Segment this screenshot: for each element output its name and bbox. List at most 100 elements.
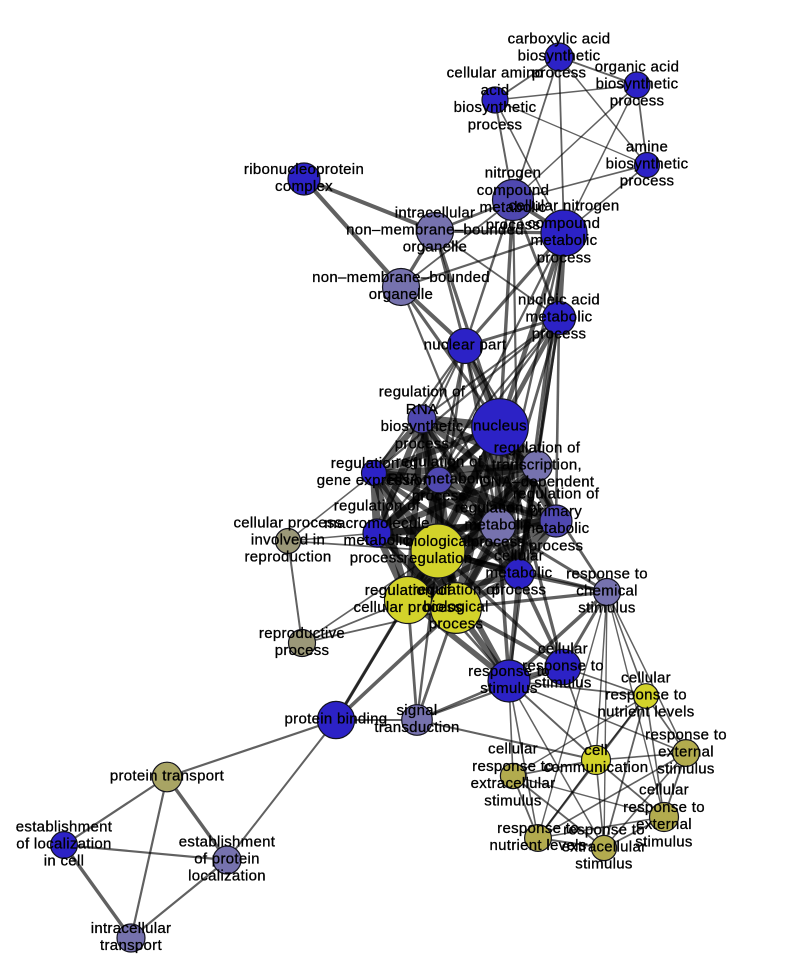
svg-text:nutrient levels: nutrient levels xyxy=(489,837,586,854)
svg-text:extracellular: extracellular xyxy=(562,839,647,856)
svg-text:response to: response to xyxy=(468,663,550,680)
svg-text:protein transport: protein transport xyxy=(110,768,225,785)
svg-text:stimulus: stimulus xyxy=(657,761,714,778)
svg-text:metabolic: metabolic xyxy=(526,309,593,326)
svg-text:complex: complex xyxy=(275,178,333,195)
svg-text:response to: response to xyxy=(645,726,727,743)
svg-text:regulation of: regulation of xyxy=(413,581,500,598)
svg-text:of localization: of localization xyxy=(16,836,111,853)
svg-text:establishment: establishment xyxy=(16,818,113,835)
svg-text:metabolic: metabolic xyxy=(486,565,553,582)
svg-text:regulation of: regulation of xyxy=(513,486,600,503)
svg-text:organic acid: organic acid xyxy=(595,58,679,75)
svg-text:process: process xyxy=(492,582,547,599)
svg-text:communication: communication xyxy=(544,759,649,776)
svg-text:cell: cell xyxy=(584,742,608,759)
svg-text:process: process xyxy=(350,549,405,566)
svg-text:gene expression: gene expression xyxy=(317,472,432,489)
svg-text:external: external xyxy=(636,816,692,833)
svg-text:response to: response to xyxy=(623,799,705,816)
svg-text:compound: compound xyxy=(528,215,600,232)
svg-text:cellular: cellular xyxy=(494,547,544,564)
svg-text:reproduction: reproduction xyxy=(245,549,332,566)
svg-text:acid: acid xyxy=(481,82,510,99)
svg-text:regulation of: regulation of xyxy=(331,455,418,472)
svg-text:ribonucleoprotein: ribonucleoprotein xyxy=(244,161,364,178)
svg-text:response to: response to xyxy=(605,687,687,704)
svg-text:non–membrane–bounded: non–membrane–bounded xyxy=(312,269,490,286)
svg-text:stimulus: stimulus xyxy=(534,675,591,692)
svg-text:non–membrane–bounded: non–membrane–bounded xyxy=(346,222,524,239)
svg-text:intracellular: intracellular xyxy=(395,204,476,221)
svg-text:process: process xyxy=(620,173,675,190)
svg-text:process: process xyxy=(471,534,526,551)
svg-text:RNA: RNA xyxy=(406,401,439,418)
svg-text:external: external xyxy=(658,744,714,761)
svg-text:in cell: in cell xyxy=(44,853,84,870)
svg-text:transport: transport xyxy=(100,937,162,954)
svg-text:cellular process: cellular process xyxy=(233,514,342,531)
svg-text:cellular: cellular xyxy=(488,741,538,758)
svg-text:regulation of: regulation of xyxy=(334,498,421,515)
svg-text:nucleic acid: nucleic acid xyxy=(518,291,600,308)
svg-text:signal: signal xyxy=(397,702,438,719)
svg-text:chemical: chemical xyxy=(576,583,638,600)
svg-text:biosynthetic: biosynthetic xyxy=(606,156,689,173)
svg-text:intracellular: intracellular xyxy=(91,920,172,937)
svg-text:DNA–dependent: DNA–dependent xyxy=(480,474,595,491)
svg-text:localization: localization xyxy=(188,868,266,885)
svg-text:stimulus: stimulus xyxy=(575,856,632,873)
svg-text:biosynthetic: biosynthetic xyxy=(454,99,537,116)
svg-text:response to: response to xyxy=(563,821,645,838)
svg-text:regulation of: regulation of xyxy=(455,499,542,516)
svg-text:transcription,: transcription, xyxy=(492,457,582,474)
svg-text:biosynthetic: biosynthetic xyxy=(596,76,679,93)
svg-text:nuclear part: nuclear part xyxy=(424,337,507,354)
svg-text:extracellular: extracellular xyxy=(471,775,556,792)
svg-text:cellular amino: cellular amino xyxy=(447,65,544,82)
svg-text:transduction: transduction xyxy=(374,719,459,736)
svg-text:macromolecule: macromolecule xyxy=(324,515,430,532)
svg-text:nitrogen: nitrogen xyxy=(485,165,542,182)
svg-text:response to: response to xyxy=(566,565,648,582)
svg-text:metabolic: metabolic xyxy=(465,517,532,534)
svg-text:process: process xyxy=(532,65,587,82)
svg-text:process: process xyxy=(486,216,541,233)
svg-text:regulation of: regulation of xyxy=(396,453,483,470)
svg-text:metabolic: metabolic xyxy=(344,532,411,549)
svg-text:cellular process: cellular process xyxy=(353,599,462,616)
svg-text:RNA metabolic: RNA metabolic xyxy=(387,471,490,488)
svg-text:amine: amine xyxy=(626,138,668,155)
svg-text:establishment: establishment xyxy=(179,833,276,850)
svg-text:biological: biological xyxy=(423,599,489,616)
svg-text:process: process xyxy=(537,249,592,266)
svg-text:regulation of: regulation of xyxy=(494,439,581,456)
svg-text:biological: biological xyxy=(405,533,471,550)
svg-text:nucleus: nucleus xyxy=(473,418,527,435)
svg-text:response to: response to xyxy=(497,820,579,837)
svg-text:carboxylic acid: carboxylic acid xyxy=(508,30,611,47)
svg-text:metabolic: metabolic xyxy=(523,520,590,537)
svg-text:response to: response to xyxy=(522,658,604,675)
svg-text:nutrient levels: nutrient levels xyxy=(597,704,694,721)
svg-text:involved in: involved in xyxy=(251,532,325,549)
svg-text:process: process xyxy=(532,326,587,343)
svg-text:biosynthetic: biosynthetic xyxy=(518,48,601,65)
svg-text:stimulus: stimulus xyxy=(480,680,537,697)
svg-text:process: process xyxy=(395,435,450,452)
svg-text:process: process xyxy=(412,488,467,505)
svg-text:cellular: cellular xyxy=(621,669,671,686)
svg-text:organelle: organelle xyxy=(403,239,467,256)
svg-text:process: process xyxy=(275,642,330,659)
svg-text:stimulus: stimulus xyxy=(484,792,541,809)
svg-text:regulation of: regulation of xyxy=(379,384,466,401)
svg-text:stimulus: stimulus xyxy=(635,833,692,850)
svg-text:primary: primary xyxy=(530,503,582,520)
svg-text:regulation: regulation xyxy=(404,550,473,567)
svg-text:process: process xyxy=(529,537,584,554)
svg-text:organelle: organelle xyxy=(369,286,433,303)
svg-text:biosynthetic: biosynthetic xyxy=(381,418,464,435)
svg-text:cellular: cellular xyxy=(639,782,689,799)
svg-text:reproductive: reproductive xyxy=(259,625,345,642)
svg-text:compound: compound xyxy=(477,182,549,199)
